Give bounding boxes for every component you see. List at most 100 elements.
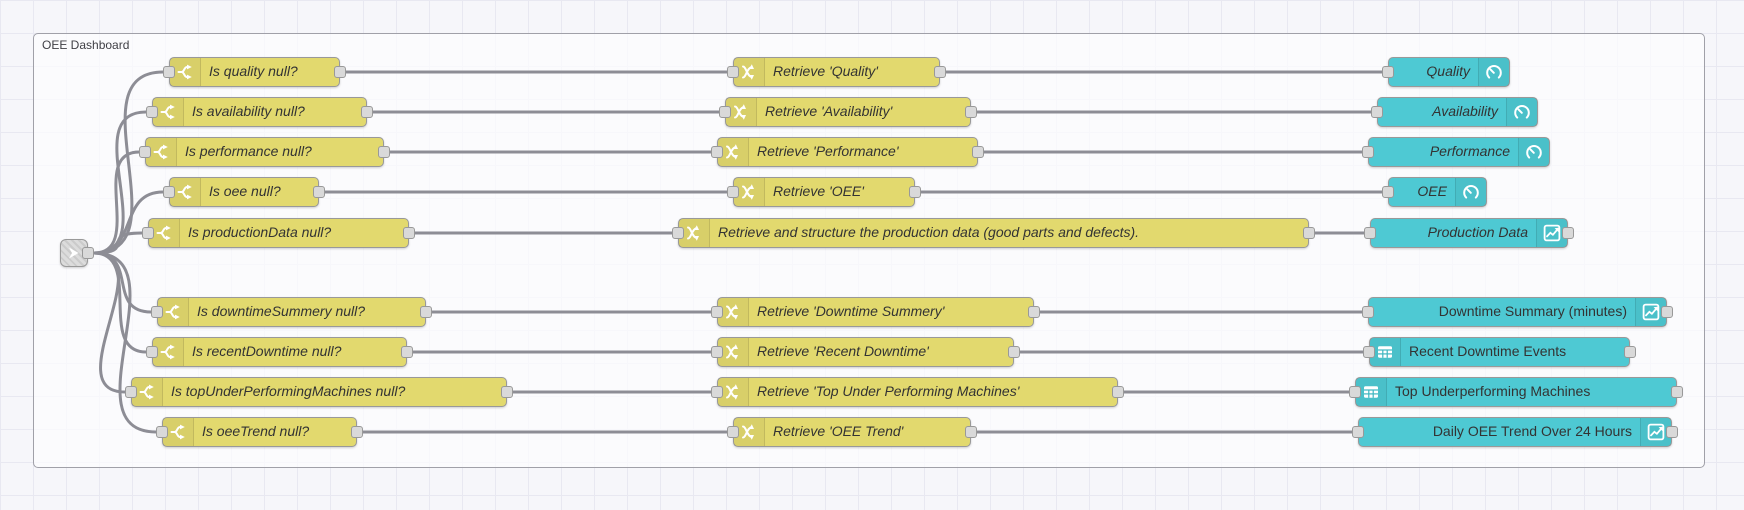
- output-port[interactable]: [401, 346, 413, 358]
- node-chart-production-data[interactable]: Production Data: [1364, 218, 1574, 248]
- gauge-icon: [1506, 98, 1537, 126]
- switch-icon: [149, 219, 180, 247]
- node-switch-availability[interactable]: Is availability null?: [146, 97, 373, 127]
- output-port[interactable]: [351, 426, 363, 438]
- wire[interactable]: [92, 251, 127, 394]
- node-label: Production Data: [1427, 224, 1528, 240]
- node-switch-downtime-summary[interactable]: Is downtimeSummery null?: [151, 297, 432, 327]
- output-port[interactable]: [1112, 386, 1124, 398]
- wire[interactable]: [92, 251, 158, 434]
- output-port[interactable]: [1562, 227, 1574, 239]
- output-port[interactable]: [965, 426, 977, 438]
- input-port[interactable]: [1382, 186, 1394, 198]
- table-icon: [1370, 338, 1401, 366]
- node-change-retrieve-oee[interactable]: Retrieve 'OEE': [727, 177, 921, 207]
- input-port[interactable]: [139, 146, 151, 158]
- output-port[interactable]: [934, 66, 946, 78]
- node-switch-performance[interactable]: Is performance null?: [139, 137, 390, 167]
- input-port[interactable]: [146, 106, 158, 118]
- output-port[interactable]: [972, 146, 984, 158]
- input-port[interactable]: [1362, 146, 1374, 158]
- output-port[interactable]: [1624, 346, 1636, 358]
- node-switch-recent-downtime[interactable]: Is recentDowntime null?: [146, 337, 413, 367]
- input-port[interactable]: [711, 306, 723, 318]
- change-icon: [718, 138, 749, 166]
- input-port[interactable]: [711, 146, 723, 158]
- input-port[interactable]: [1352, 426, 1364, 438]
- output-port[interactable]: [82, 247, 94, 259]
- wire[interactable]: [92, 190, 165, 255]
- output-port[interactable]: [501, 386, 513, 398]
- input-port[interactable]: [1349, 386, 1361, 398]
- wire[interactable]: [92, 231, 144, 255]
- node-switch-oee-trend[interactable]: Is oeeTrend null?: [156, 417, 363, 447]
- output-port[interactable]: [361, 106, 373, 118]
- node-table-recent-downtime-events[interactable]: Recent Downtime Events: [1363, 337, 1636, 367]
- input-port[interactable]: [156, 426, 168, 438]
- node-change-retrieve-quality[interactable]: Retrieve 'Quality': [727, 57, 946, 87]
- node-switch-quality[interactable]: Is quality null?: [163, 57, 346, 87]
- node-chart-downtime-summary[interactable]: Downtime Summary (minutes): [1362, 297, 1673, 327]
- node-change-retrieve-oee-trend[interactable]: Retrieve 'OEE Trend': [727, 417, 977, 447]
- output-port[interactable]: [1028, 306, 1040, 318]
- input-port[interactable]: [1382, 66, 1394, 78]
- node-change-retrieve-downtime-summary[interactable]: Retrieve 'Downtime Summery': [711, 297, 1040, 327]
- input-port[interactable]: [727, 186, 739, 198]
- node-link-in[interactable]: [60, 239, 94, 267]
- chart-icon: [1536, 219, 1567, 247]
- input-port[interactable]: [711, 346, 723, 358]
- gauge-icon: [1518, 138, 1549, 166]
- node-gauge-performance[interactable]: Performance: [1362, 137, 1550, 167]
- node-change-retrieve-performance[interactable]: Retrieve 'Performance': [711, 137, 984, 167]
- input-port[interactable]: [163, 66, 175, 78]
- input-port[interactable]: [727, 66, 739, 78]
- node-gauge-oee[interactable]: OEE: [1382, 177, 1487, 207]
- output-port[interactable]: [965, 106, 977, 118]
- node-label: Is recentDowntime null?: [192, 343, 342, 359]
- node-chart-daily-oee-trend[interactable]: Daily OEE Trend Over 24 Hours: [1352, 417, 1678, 447]
- output-port[interactable]: [1008, 346, 1020, 358]
- output-port[interactable]: [1661, 306, 1673, 318]
- output-port[interactable]: [378, 146, 390, 158]
- node-label: Retrieve 'OEE Trend': [773, 423, 904, 439]
- input-port[interactable]: [151, 306, 163, 318]
- node-switch-production-data[interactable]: Is productionData null?: [142, 218, 415, 248]
- node-change-retrieve-availability[interactable]: Retrieve 'Availability': [719, 97, 977, 127]
- output-port[interactable]: [313, 186, 325, 198]
- input-port[interactable]: [1363, 346, 1375, 358]
- output-port[interactable]: [334, 66, 346, 78]
- node-label: Availability: [1432, 103, 1498, 119]
- node-switch-top-underperforming-machines[interactable]: Is topUnderPerformingMachines null?: [125, 377, 513, 407]
- wire[interactable]: [92, 150, 141, 255]
- node-switch-oee[interactable]: Is oee null?: [163, 177, 325, 207]
- output-port[interactable]: [1666, 426, 1678, 438]
- input-port[interactable]: [163, 186, 175, 198]
- output-port[interactable]: [1671, 386, 1683, 398]
- input-port[interactable]: [1362, 306, 1374, 318]
- table-icon: [1356, 378, 1387, 406]
- input-port[interactable]: [125, 386, 137, 398]
- node-gauge-availability[interactable]: Availability: [1371, 97, 1538, 127]
- output-port[interactable]: [420, 306, 432, 318]
- node-table-top-underperforming-machines[interactable]: Top Underperforming Machines: [1349, 377, 1683, 407]
- change-icon: [679, 219, 710, 247]
- input-port[interactable]: [719, 106, 731, 118]
- output-port[interactable]: [909, 186, 921, 198]
- input-port[interactable]: [711, 386, 723, 398]
- input-port[interactable]: [142, 227, 154, 239]
- node-change-retrieve-top-under-performing-machines[interactable]: Retrieve 'Top Under Performing Machines': [711, 377, 1124, 407]
- input-port[interactable]: [146, 346, 158, 358]
- output-port[interactable]: [403, 227, 415, 239]
- wire[interactable]: [92, 70, 165, 255]
- input-port[interactable]: [672, 227, 684, 239]
- input-port[interactable]: [1371, 106, 1383, 118]
- input-port[interactable]: [1364, 227, 1376, 239]
- output-port[interactable]: [1303, 227, 1315, 239]
- node-change-retrieve-recent-downtime[interactable]: Retrieve 'Recent Downtime': [711, 337, 1020, 367]
- input-port[interactable]: [727, 426, 739, 438]
- gauge-icon: [1455, 178, 1486, 206]
- node-gauge-quality[interactable]: Quality: [1382, 57, 1510, 87]
- node-change-retrieve-production-data[interactable]: Retrieve and structure the production da…: [672, 218, 1315, 248]
